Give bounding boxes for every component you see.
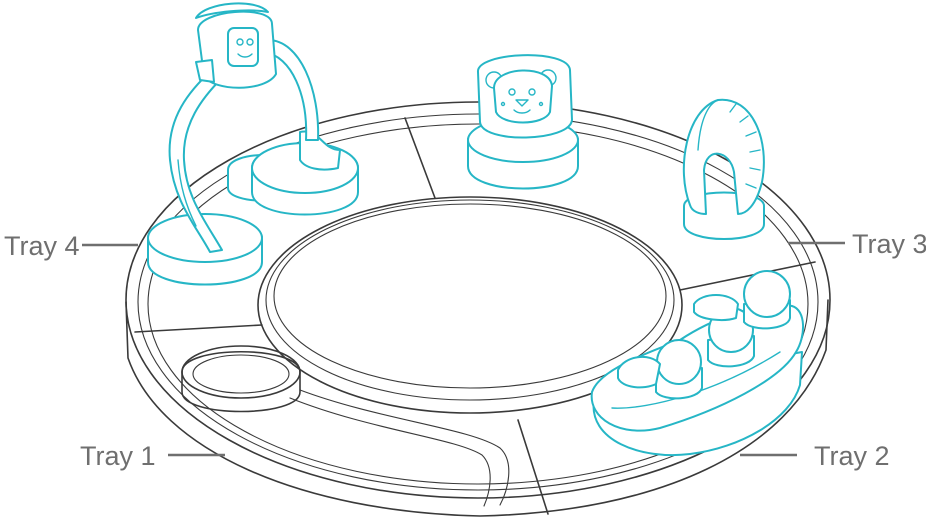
lion-toy-icon (467, 54, 579, 190)
ring-cup-icon (181, 345, 301, 413)
rainbow-arch-icon (682, 98, 765, 240)
boat-with-peg-people-icon (590, 270, 804, 456)
tray1-label: Tray 1 (80, 441, 156, 471)
tray4-label: Tray 4 (4, 231, 80, 261)
flexible-arm-stand-icon (147, 2, 359, 286)
tray2-label: Tray 2 (814, 441, 890, 471)
activity-base (125, 101, 831, 517)
tray3-label: Tray 3 (852, 229, 926, 259)
